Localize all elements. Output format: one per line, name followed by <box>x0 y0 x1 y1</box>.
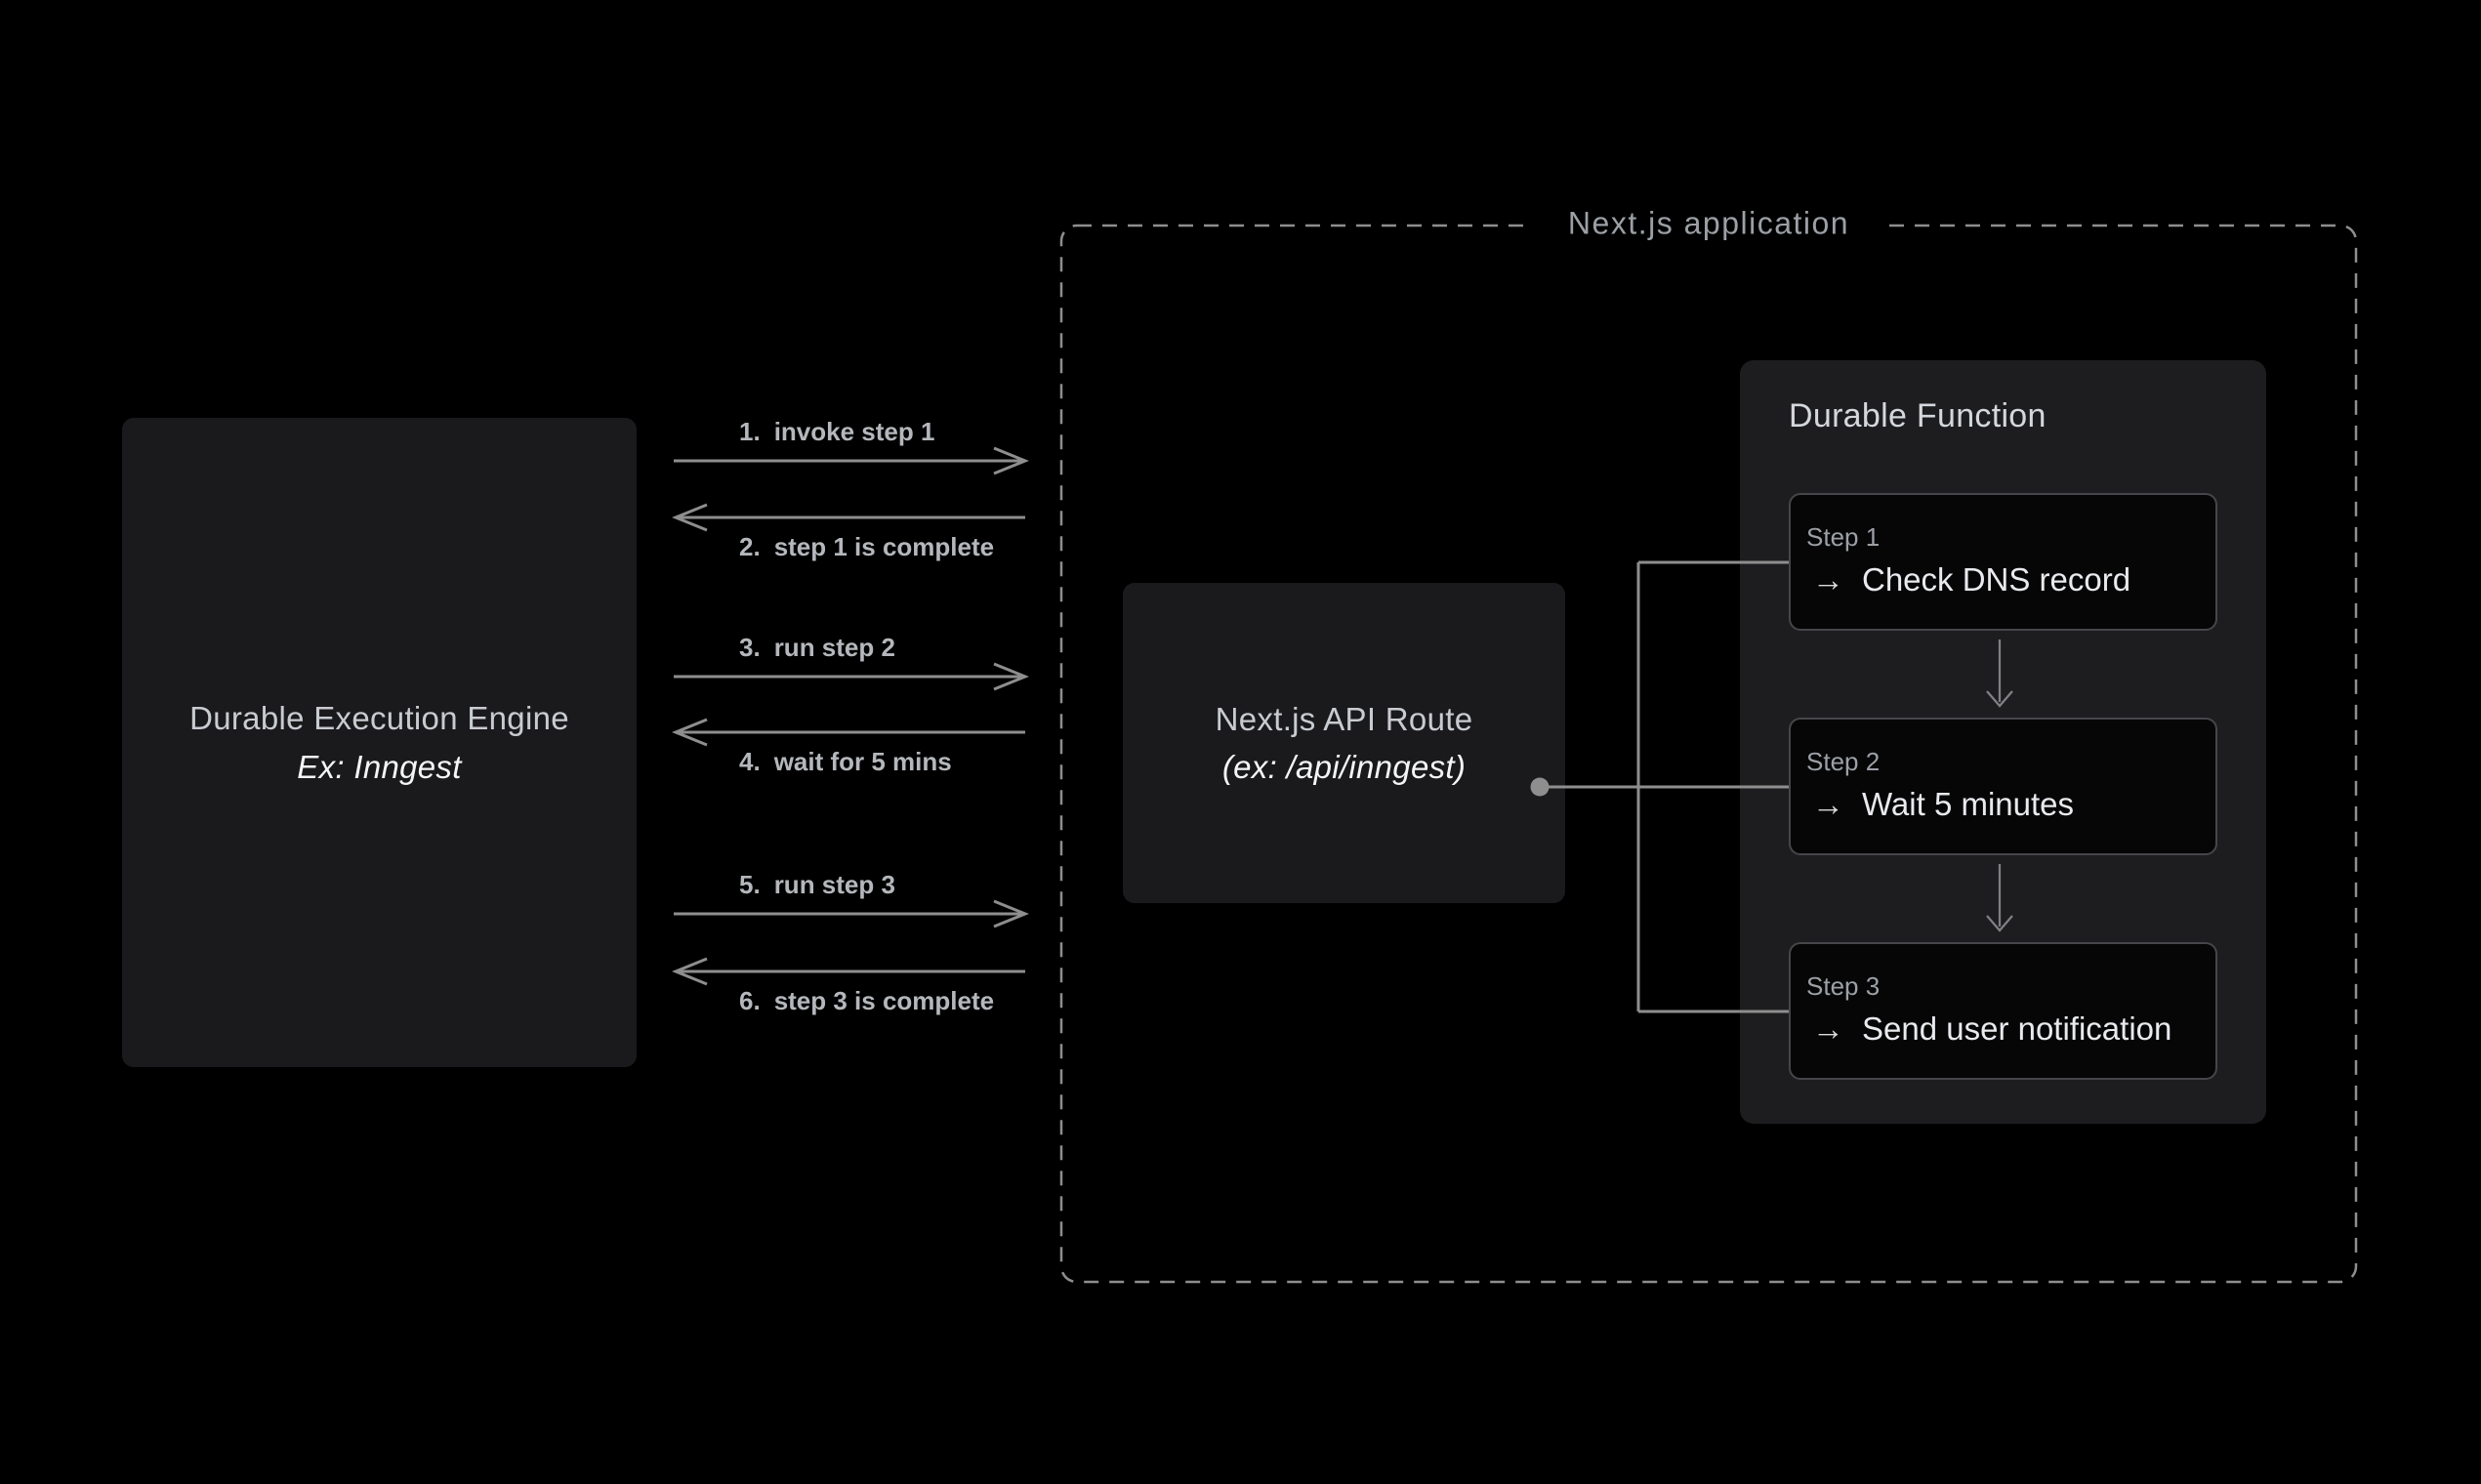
message-text: step 1 is complete <box>773 532 995 561</box>
message-number: 2. <box>739 532 761 561</box>
message-text: invoke step 1 <box>773 417 935 446</box>
step-card-1: Step 1 → Check DNS record <box>1789 493 2217 631</box>
message-text: run step 2 <box>773 633 895 662</box>
arrow-right-icon: → <box>1812 1010 1844 1047</box>
message-arrow-1-right <box>674 446 1029 475</box>
step-card-3: Step 3 → Send user notification <box>1789 942 2217 1080</box>
step-label: Step 2 <box>1806 747 1881 776</box>
message-arrow-5-right <box>674 899 1029 928</box>
durable-function-title: Durable Function <box>1789 397 2047 434</box>
message-label-3: 3. run step 2 <box>739 632 895 663</box>
api-route-subtitle: (ex: /api/inngest) <box>1221 749 1467 785</box>
step-label: Step 1 <box>1806 522 1881 552</box>
step-label: Step 3 <box>1806 971 1881 1001</box>
message-text: step 3 is complete <box>773 986 995 1015</box>
step-action: → Send user notification <box>1806 1012 2202 1046</box>
engine-subtitle: Ex: Inngest <box>297 748 462 785</box>
arrow-right-icon: → <box>1812 561 1844 598</box>
step-action: → Wait 5 minutes <box>1806 788 2202 821</box>
step-action-text: Check DNS record <box>1862 561 2131 598</box>
message-label-6: 6. step 3 is complete <box>739 985 994 1016</box>
step-action-text: Send user notification <box>1862 1010 2172 1047</box>
api-route-box: Next.js API Route (ex: /api/inngest) <box>1123 583 1565 903</box>
durable-execution-engine-box: Durable Execution Engine Ex: Inngest <box>122 418 637 1067</box>
message-label-1: 1. invoke step 1 <box>739 416 934 447</box>
container-label: Next.js application <box>1530 205 1887 242</box>
message-arrow-4-left <box>672 718 1025 747</box>
message-arrow-3-right <box>674 662 1029 691</box>
step-action-text: Wait 5 minutes <box>1862 786 2075 822</box>
message-label-2: 2. step 1 is complete <box>739 531 994 562</box>
message-arrow-2-left <box>672 503 1025 532</box>
message-arrow-6-left <box>672 957 1025 986</box>
api-route-title: Next.js API Route <box>1215 700 1473 737</box>
step-card-2: Step 2 → Wait 5 minutes <box>1789 718 2217 855</box>
engine-title: Durable Execution Engine <box>189 700 569 736</box>
message-label-4: 4. wait for 5 mins <box>739 746 952 777</box>
message-number: 6. <box>739 986 761 1015</box>
message-number: 1. <box>739 417 761 446</box>
message-label-5: 5. run step 3 <box>739 869 895 900</box>
message-text: run step 3 <box>773 870 895 899</box>
arrow-right-icon: → <box>1812 786 1844 822</box>
message-number: 4. <box>739 747 761 776</box>
message-number: 5. <box>739 870 761 899</box>
step-action: → Check DNS record <box>1806 563 2202 597</box>
message-arrows <box>672 446 1029 986</box>
message-number: 3. <box>739 633 761 662</box>
message-text: wait for 5 mins <box>773 747 952 776</box>
